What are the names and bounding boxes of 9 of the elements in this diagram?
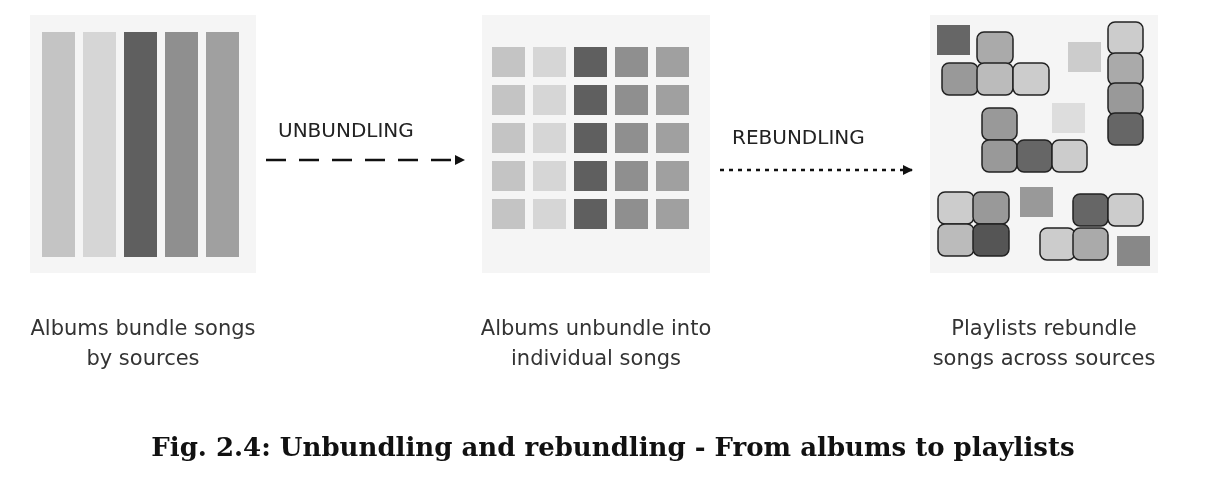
arrow: [266, 155, 465, 165]
caption-text: Albums bundle songs by sources: [29, 315, 257, 372]
arrow: [720, 165, 913, 175]
album-bars-drawing: [30, 15, 256, 273]
figure-caption: Fig. 2.4: Unbundling and rebundling - From albums to playlists: [150, 432, 1076, 462]
caption-text: Playlists rebundle songs across sources: [931, 315, 1157, 372]
caption-text: Albums unbundle into individual songs: [479, 315, 713, 372]
playlist-blocks-drawing: [930, 15, 1158, 273]
song-grid-drawing: [482, 15, 710, 273]
